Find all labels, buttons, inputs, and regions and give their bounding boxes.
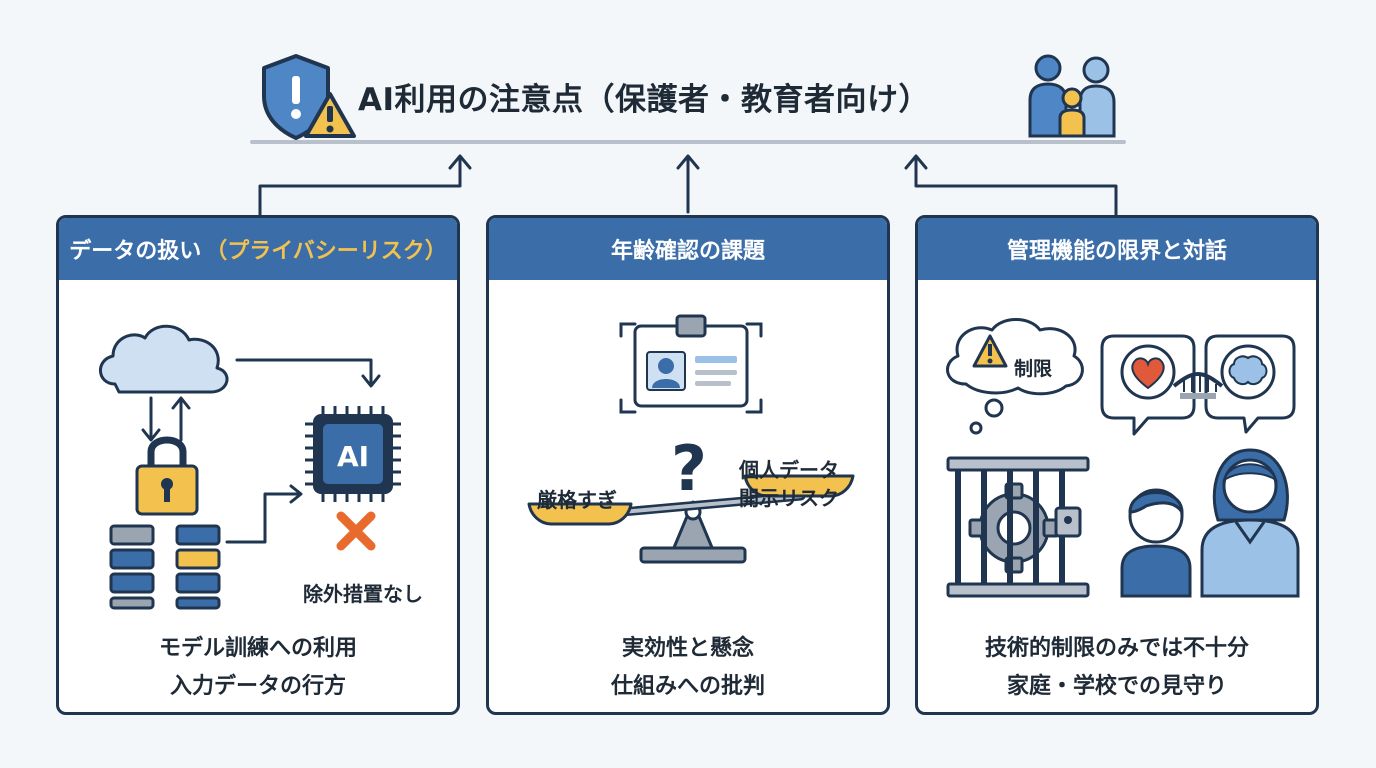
- heart-icon: [1131, 357, 1165, 390]
- panel-caption: 実効性と懸念 仕組みへの批判: [489, 630, 887, 706]
- server-icon: [109, 524, 221, 610]
- caption-line-1: 技術的制限のみでは不十分: [984, 636, 1249, 661]
- panel-caption: 技術的制限のみでは不十分 家庭・学校での見守り: [918, 630, 1316, 706]
- panel-heading-accent: （プライバシーリスク）: [205, 239, 447, 264]
- adult-icon: [1200, 448, 1300, 598]
- restriction-label: 制限: [1014, 358, 1053, 380]
- brain-icon: [1228, 355, 1268, 386]
- panel-age-verification: 年齢確認の課題 ? 厳格すぎ 個人データ 開示リ: [486, 215, 890, 715]
- caption-line-2: 家庭・学校での見守り: [1006, 674, 1227, 699]
- panel-data-handling: データの扱い（プライバシーリスク）: [56, 215, 460, 715]
- family-icon: [1028, 54, 1116, 138]
- scale-icon: [527, 474, 855, 564]
- right-pan-label-line-1: 個人データ: [739, 458, 839, 482]
- caption-line-1: 実効性と懸念: [621, 636, 754, 661]
- cross-icon: [336, 511, 376, 551]
- data-flow-illustration: AI: [99, 324, 401, 610]
- caption-line-1: モデル訓練への利用: [158, 636, 357, 661]
- dialogue-bubbles: [1100, 334, 1296, 436]
- caption-line-2: 入力データの行方: [169, 674, 346, 699]
- cage-gear-icon: [946, 456, 1090, 598]
- panel-header: 管理機能の限界と対話: [918, 218, 1316, 280]
- cloud-icon: [99, 324, 229, 394]
- question-mark: ?: [671, 432, 707, 505]
- child-icon: [1120, 488, 1192, 598]
- panel-heading: 年齢確認の課題: [610, 239, 765, 264]
- caption-line-2: 仕組みへの批判: [610, 674, 765, 699]
- title-bar: AI利用の注意点（保護者・教育者向け）: [250, 44, 1130, 148]
- connector-arrows: [258, 154, 1118, 218]
- ai-chip-icon: AI: [305, 406, 401, 502]
- age-verification-illustration: ?: [527, 314, 855, 564]
- page-title: AI利用の注意点（保護者・教育者向け）: [358, 82, 931, 118]
- left-pan-label: 厳格すぎ: [537, 488, 617, 512]
- lock-icon: [135, 436, 199, 516]
- id-card-icon: [619, 314, 763, 414]
- no-exclusion-label: 除外措置なし: [303, 582, 423, 606]
- chip-label: AI: [337, 440, 369, 473]
- title-divider: [250, 140, 1126, 144]
- panel-header: 年齢確認の課題: [489, 218, 887, 280]
- panel-heading: 管理機能の限界と対話: [1006, 239, 1227, 264]
- shield-warning-icon: [262, 54, 356, 140]
- panel-control-limits: 管理機能の限界と対話: [915, 215, 1319, 715]
- control-limits-illustration: [946, 318, 1300, 598]
- panel-header: データの扱い（プライバシーリスク）: [59, 218, 457, 280]
- panel-heading: データの扱い: [69, 239, 202, 264]
- right-pan-label-line-2: 開示リスク: [739, 486, 839, 510]
- warning-thought-icon: [946, 318, 1084, 435]
- panel-caption: モデル訓練への利用 入力データの行方: [59, 630, 457, 706]
